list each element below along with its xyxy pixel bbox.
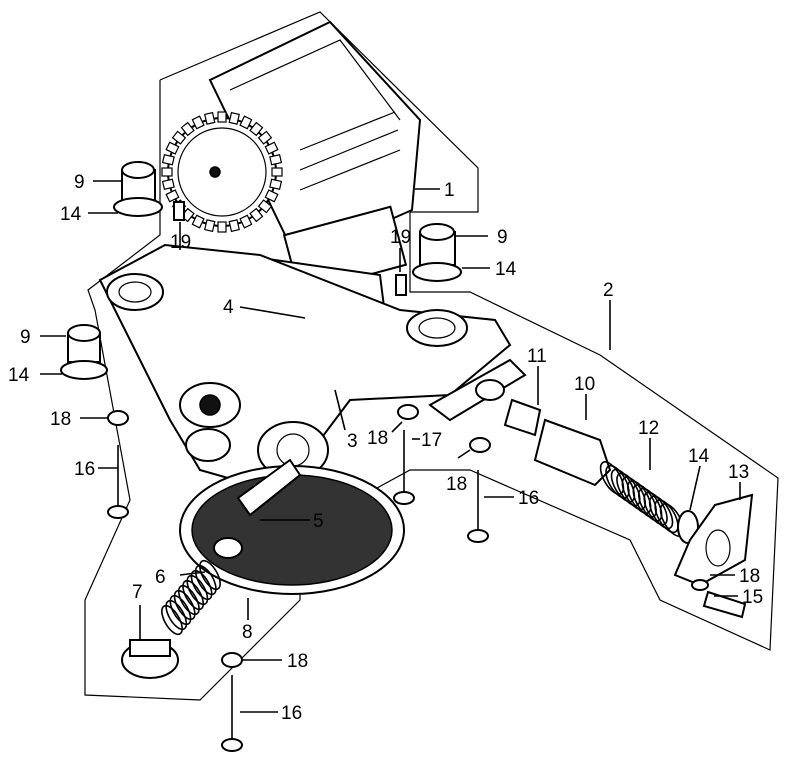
callout-3: 3	[347, 431, 358, 452]
bolts-and-washers	[107, 404, 709, 752]
callout-8: 8	[242, 622, 253, 643]
callout-17: 17	[421, 430, 442, 451]
callout-18-left: 18	[50, 409, 71, 430]
plunger	[213, 458, 302, 559]
callout-14-left-mid: 14	[8, 365, 30, 386]
callout-18-bottom: 18	[287, 651, 308, 672]
assembly-outline	[84, 11, 779, 701]
callout-19-right: 19	[390, 227, 411, 248]
callout-14-left-top: 14	[60, 204, 82, 225]
callout-10: 10	[574, 374, 595, 395]
drain-plug	[121, 639, 179, 679]
leader-lines	[40, 180, 741, 713]
callout-7: 7	[132, 582, 143, 603]
callout-16-bottom: 16	[281, 703, 302, 724]
callout-11: 11	[527, 346, 547, 367]
callout-4: 4	[223, 297, 234, 318]
callout-15: 15	[742, 587, 763, 608]
callout-16-left: 16	[74, 459, 95, 480]
callout-9-right-top: 9	[497, 227, 508, 248]
callout-16-right: 16	[518, 488, 539, 509]
drive-gear	[161, 111, 283, 233]
callout-9-left-top: 9	[74, 172, 85, 193]
relief-spring	[599, 461, 685, 537]
callout-6: 6	[155, 567, 166, 588]
callout-1: 1	[444, 180, 455, 201]
callout-12: 12	[638, 418, 659, 439]
strainer-spring	[161, 559, 221, 636]
callout-labels: 1 2 3 4 5 6 7 8 9 9 9 10 11 12 13 14 14 …	[8, 172, 763, 724]
callout-13: 13	[728, 462, 749, 483]
bushing-left-mid	[60, 324, 108, 380]
callout-9-left-mid: 9	[20, 327, 31, 348]
callout-19-left: 19	[170, 232, 191, 253]
pump-housing	[98, 243, 512, 492]
callout-18-center: 18	[367, 428, 388, 449]
callout-18-mid: 18	[446, 474, 467, 495]
callout-14-right-top: 14	[495, 259, 517, 280]
dowel-pins	[173, 201, 407, 296]
callout-14-right: 14	[688, 446, 710, 467]
oil-strainer-screen	[179, 465, 405, 595]
relief-valve-assembly	[428, 358, 754, 619]
bushing-right-top	[412, 223, 462, 282]
bushing-left-top	[113, 161, 163, 217]
callout-5: 5	[313, 511, 324, 532]
callout-18-right: 18	[739, 566, 760, 587]
callout-2: 2	[603, 280, 614, 301]
